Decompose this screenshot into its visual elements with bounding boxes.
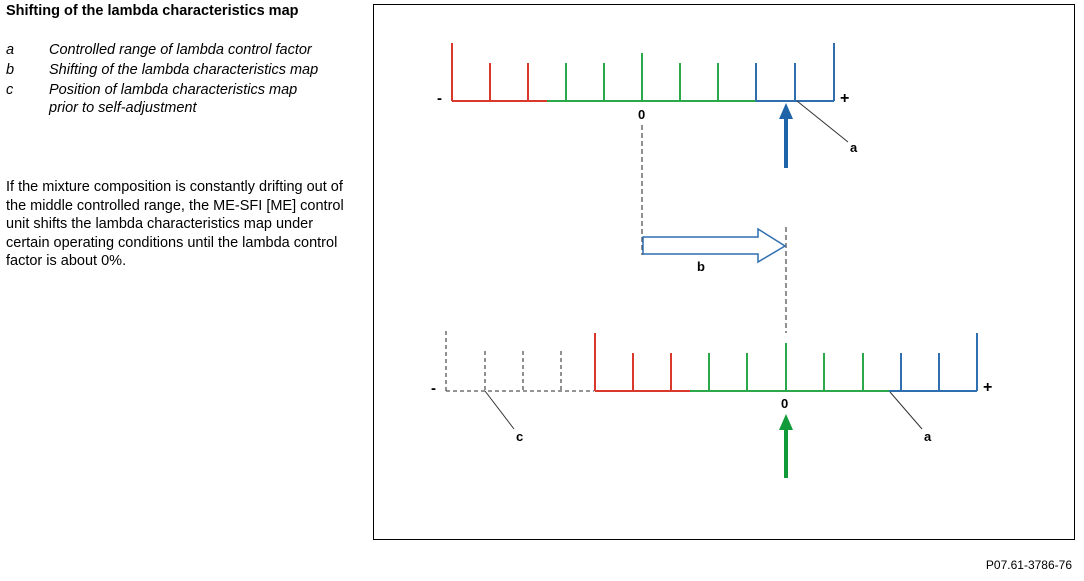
- description-paragraph: If the mixture composition is constantly…: [6, 179, 344, 269]
- upper-label-a: a: [850, 140, 858, 155]
- lower-leader-a: [889, 391, 923, 430]
- lower-label-a: a: [924, 429, 932, 444]
- shift-arrow: [642, 227, 787, 264]
- upper-plus-sign: +: [840, 90, 849, 107]
- upper-leader-a: [796, 100, 849, 143]
- legend-item-a: a Controlled range of lambda control fac…: [6, 42, 312, 58]
- previous-position-scale: [445, 331, 594, 392]
- page-title: Shifting of the lambda characteristics m…: [6, 3, 299, 19]
- legend: a Controlled range of lambda control fac…: [6, 41, 346, 119]
- label-b: b: [697, 259, 705, 274]
- lower-plus-sign: +: [983, 379, 992, 396]
- upper-scale: [451, 43, 835, 102]
- lower-zero-label: 0: [781, 396, 788, 411]
- label-c: c: [516, 429, 523, 444]
- upper-blue-arrow: [779, 103, 793, 168]
- figure-reference: P07.61-3786-76: [985, 558, 1072, 572]
- lower-green-arrow: [779, 414, 793, 478]
- lower-minus-sign: -: [431, 380, 436, 397]
- legend-item-c: c Position of lambda characteristics map…: [6, 82, 298, 116]
- upper-zero-label: 0: [638, 107, 645, 122]
- lambda-map-figure: - + 0 a b: [373, 4, 1075, 540]
- legend-item-b: b Shifting of the lambda characteristics…: [6, 62, 319, 78]
- upper-minus-sign: -: [437, 90, 442, 107]
- lower-scale: [594, 333, 978, 392]
- lambda-map-diagram: - + 0 a b: [431, 43, 992, 478]
- leader-c: [484, 390, 515, 430]
